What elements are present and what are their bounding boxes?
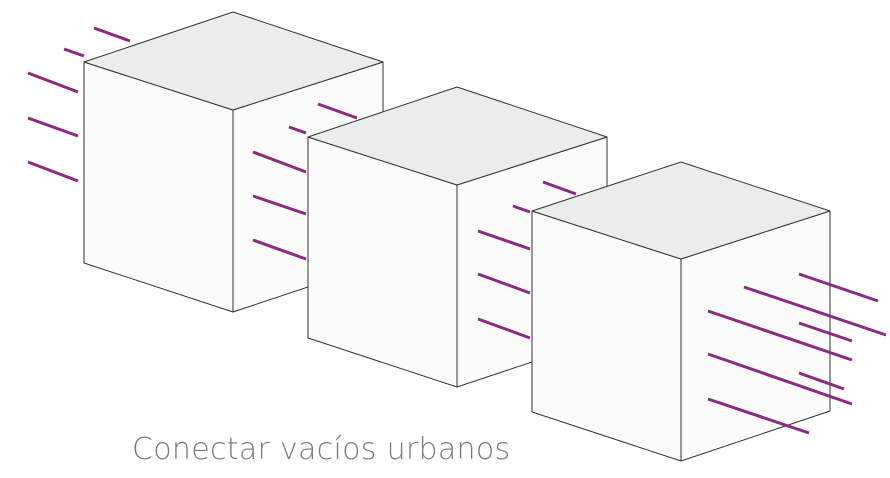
flow-line (63, 47, 85, 58)
flow-line (798, 272, 879, 303)
cube-3 (531, 161, 887, 462)
flow-line (707, 309, 853, 362)
flow-line (288, 125, 307, 135)
flow-line (27, 160, 79, 183)
flow-line (252, 150, 307, 174)
flow-line (27, 71, 79, 94)
flow-line (252, 194, 307, 216)
flow-line (542, 180, 577, 196)
flow-lines-right (477, 180, 577, 340)
flow-line (477, 317, 531, 340)
flow-line (477, 272, 531, 295)
cube-top-face (531, 161, 831, 260)
flow-line (317, 102, 358, 120)
flow-line (707, 397, 810, 435)
flow-line (477, 229, 531, 251)
flow-lines-left (27, 26, 131, 183)
cube-top-face (307, 86, 608, 186)
flow-line (707, 352, 853, 406)
flow-line (798, 371, 845, 391)
flow-line (93, 26, 131, 43)
cube-top-face (83, 11, 384, 111)
flow-line (27, 116, 79, 138)
flow-line (252, 238, 307, 261)
flow-lines-right (252, 102, 358, 261)
flow-line (798, 321, 853, 343)
flow-line (512, 204, 531, 214)
flow-line (743, 285, 887, 337)
diagram-caption: Conectar vacíos urbanos (132, 432, 511, 467)
flow-lines-right (707, 272, 887, 435)
